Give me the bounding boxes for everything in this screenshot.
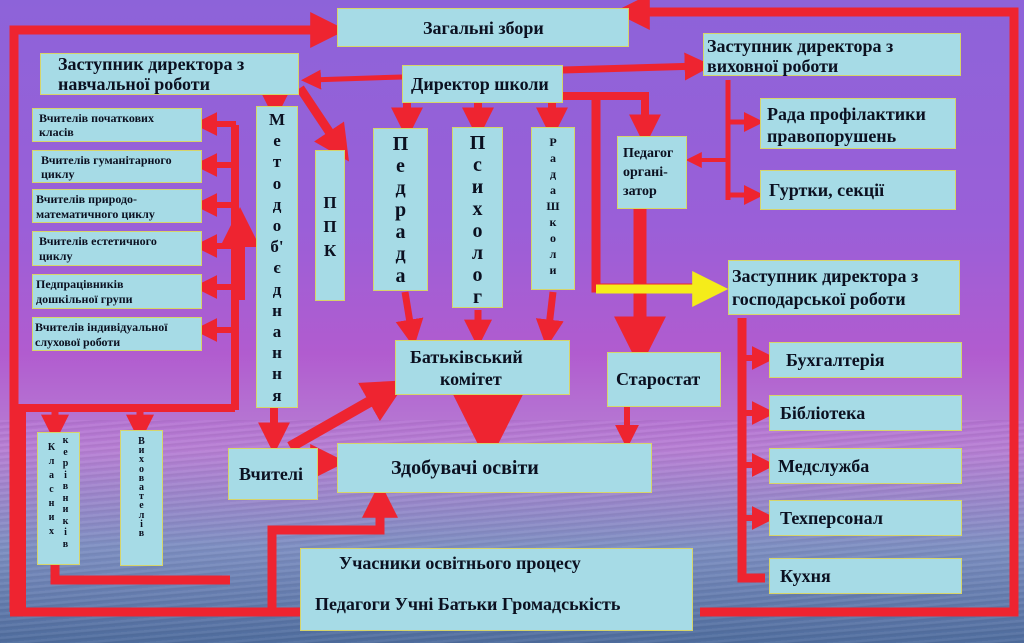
teachers-to-parents-arrow: [287, 380, 408, 452]
methodical-associations-box: М е т о д о б' є д н а н н я: [256, 106, 298, 408]
starostat-box: Старостат: [607, 352, 721, 407]
participants-to-students-arrow: [267, 481, 398, 612]
pedagogue-organizer-box: Педагог оргaні- затор: [617, 136, 687, 209]
deputy-economic-line2: господарської роботи: [732, 289, 906, 309]
teacher-group-aesthetic: Вчителів естетичного циклу: [32, 231, 202, 266]
teacher-group-primary: Вчителів початкових класів: [32, 108, 202, 142]
service-label: Бухгалтерія: [786, 350, 885, 370]
students-box: Здобувачі освіти: [337, 443, 652, 493]
service-medical: Медслужба: [769, 448, 962, 484]
crime-council-line2: правопорушень: [767, 126, 897, 146]
service-label: Медслужба: [778, 456, 870, 476]
teachers-box: Вчителі: [228, 448, 318, 500]
outer-left-loop-arrow: [9, 12, 347, 612]
services-trunk-line: [737, 318, 765, 583]
organizer-line1: Педагог: [623, 146, 674, 161]
group-label: Вчителів природо-: [36, 192, 138, 206]
methodical-associations-label: М е т о д о б' є д н а н н я: [268, 110, 286, 405]
psychologist-label: П с и х о л о г: [469, 132, 486, 308]
group-label: слухової роботи: [35, 335, 121, 349]
general-meeting-box: Загальні збори: [337, 8, 629, 47]
class-teachers-label-2: к е р і в н и к і в: [62, 435, 69, 550]
director-box: Директор школи: [402, 65, 563, 103]
parents-committee-box: Батьківський комітет: [395, 340, 570, 395]
school-council-box: Р а д а Ш к о л и: [531, 127, 575, 290]
educators-label: В и х о в а т е л і в: [138, 436, 145, 540]
educators-box: В и х о в а т е л і в: [120, 430, 163, 566]
psychologist-box: П с и х о л о г: [452, 127, 503, 308]
teachers-label: Вчителі: [239, 464, 304, 484]
ppk-label: П П К: [323, 193, 337, 260]
deputy-economic-line1: Заступник директора з: [732, 266, 919, 286]
students-label: Здобувачі освіти: [391, 457, 539, 479]
service-label: Бібліотека: [780, 403, 866, 423]
pedagogical-council-label: П е д р а д а: [392, 133, 409, 287]
pedagogical-council-box: П е д р а д а: [373, 128, 428, 291]
deputy-academic-line2: навчальної роботи: [58, 74, 210, 94]
director-to-organizer-line: [563, 92, 661, 147]
group-label: класів: [39, 125, 74, 139]
general-meeting-label: Загальні збори: [423, 18, 544, 38]
starostat-label: Старостат: [616, 369, 701, 389]
teacher-group-preschool: Педпрацівників дошкільної групи: [32, 274, 202, 309]
participants-box: Учасники освітнього процесу Педагоги Учн…: [300, 548, 693, 631]
deputy-upbringing-line1: Заступник директора з: [707, 36, 894, 56]
organizer-line3: затор: [623, 184, 657, 199]
group-label: Педпрацівників: [36, 277, 124, 291]
participants-list: Педагоги Учні Батьки Громадськість: [315, 594, 621, 614]
group-label: циклу: [41, 167, 75, 181]
academic-to-ppk-arrow: [296, 85, 349, 162]
participants-title: Учасники освітнього процесу: [339, 553, 581, 573]
group-label: Вчителів індивідуальної: [35, 320, 168, 334]
teacher-group-science: Вчителів природо- математичного циклу: [32, 189, 202, 223]
school-council-label: Р а д а Ш к о л и: [546, 135, 560, 277]
deputy-economic-box: Заступник директора з господарської робо…: [728, 260, 960, 315]
class-teachers-label: К л а с н и х: [47, 442, 56, 537]
group-label: математичного циклу: [36, 207, 155, 221]
ppk-box: П П К: [315, 150, 345, 301]
service-library: Бібліотека: [769, 395, 962, 431]
deputy-academic-line1: Заступник директора з: [58, 54, 245, 74]
deputy-academic-box: Заступник директора з навчальної роботи: [40, 53, 299, 95]
crime-council-line1: Рада профілактики: [767, 104, 926, 124]
class-teachers-bottom-line: [50, 565, 230, 585]
service-accounting: Бухгалтерія: [769, 342, 962, 378]
service-label: Техперсонал: [780, 508, 883, 528]
service-tech-staff: Техперсонал: [769, 500, 962, 536]
service-label: Кухня: [780, 566, 831, 586]
director-to-academic-arrow: [301, 69, 403, 90]
group-label: циклу: [39, 249, 73, 263]
clubs-box: Гуртки, секції: [760, 170, 956, 210]
clubs-label: Гуртки, секції: [769, 180, 885, 200]
teacher-group-humanities: Вчителів гуманітарного циклу: [32, 150, 202, 183]
trunk-to-class-teachers-line: [18, 404, 235, 612]
teacher-group-hearing: Вчителів індивідуальної слухової роботи: [32, 317, 202, 351]
director-label: Директор школи: [411, 74, 549, 94]
class-teachers-box: К л а с н и х к е р і в н и к і в: [37, 432, 80, 565]
council-to-parents-arrow: [535, 291, 564, 348]
organizer-line2: оргaні-: [623, 165, 668, 180]
service-kitchen: Кухня: [769, 558, 962, 594]
group-label: дошкільної групи: [36, 292, 133, 306]
director-to-upbringing-arrow: [562, 52, 713, 81]
outer-right-loop-arrow: [613, 0, 1019, 617]
deputy-upbringing-box: Заступник директора з виховної роботи: [703, 33, 961, 76]
group-label: Вчителів гуманітарного: [41, 153, 172, 167]
pedrada-to-parents-arrow: [395, 291, 424, 348]
group-label: Вчителів початкових: [39, 111, 154, 125]
crime-council-box: Рада профілактики правопорушень: [760, 98, 956, 149]
parents-committee-line2: комітет: [440, 369, 502, 389]
parents-committee-line1: Батьківський: [410, 347, 523, 367]
deputy-upbringing-line2: виховної роботи: [707, 56, 839, 76]
group-label: Вчителів естетичного: [39, 234, 157, 248]
